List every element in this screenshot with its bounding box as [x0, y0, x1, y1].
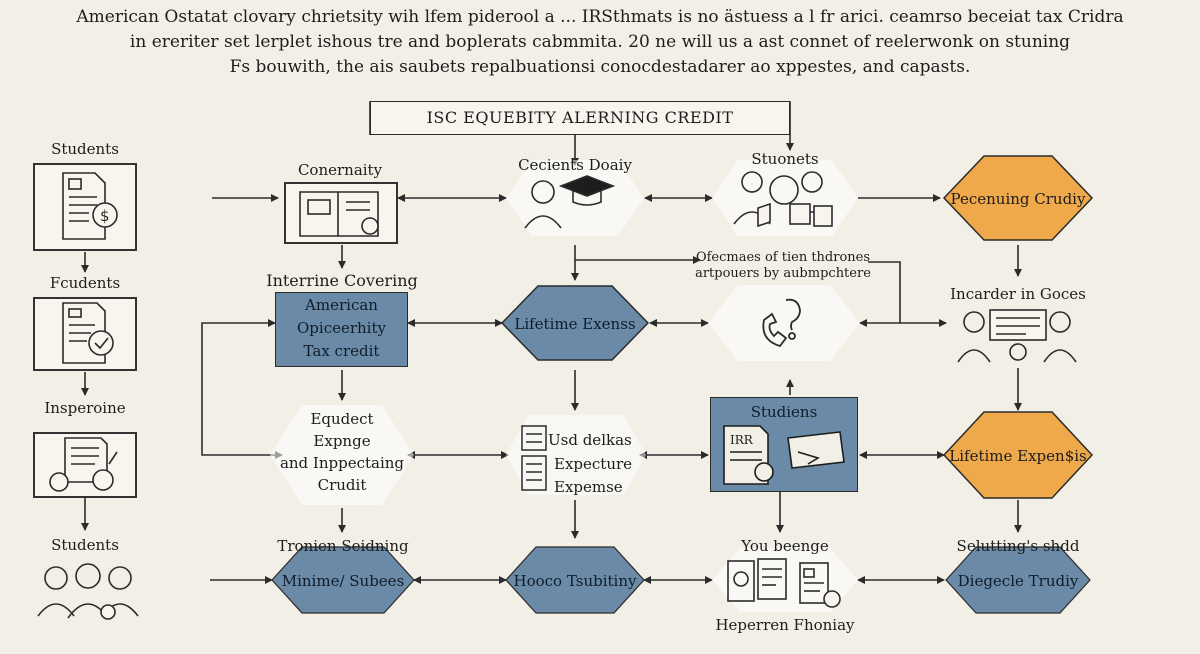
- irs-check-icon: IRR: [723, 425, 845, 485]
- pecenuing-label: Pecenuing Crudiy: [950, 190, 1086, 208]
- usd-line-2: Expecture: [554, 455, 633, 473]
- ofecmaes-line-1: Ofecmaes of tien thdrones: [695, 250, 871, 265]
- card-feudents-doc: [33, 297, 137, 371]
- ofecmaes-line-2: artpouers by aubmpchtere: [695, 266, 871, 281]
- label-conernaity: Conernaity: [297, 161, 383, 179]
- label-feudents: Fcudents: [49, 274, 121, 292]
- hex-lifetime-exenss: [500, 285, 650, 361]
- aotc-line-1: American: [305, 296, 378, 314]
- label-heperren: Heperren Fhoniay: [715, 616, 855, 634]
- label-cecients: Cecients Doaiy: [518, 156, 632, 174]
- label-tronien: Tronien Seidning: [277, 537, 409, 555]
- label-stuonets: Stuonets: [751, 150, 819, 168]
- aotc-box: [275, 292, 408, 367]
- minime-label: Minime/ Subees: [281, 572, 405, 590]
- irr-text: IRR: [730, 433, 754, 447]
- diegecle-label: Diegecle Trudiy: [957, 572, 1079, 590]
- hex-bg-usd: [506, 415, 646, 495]
- hex-lifetime-expen: [942, 411, 1094, 499]
- header-title: ISC EQUEBITY ALERNING CREDIT: [426, 108, 734, 127]
- hex-hooco-tsubitiny: [505, 546, 645, 614]
- card-book: [284, 182, 398, 244]
- label-interrine: Interrine Covering: [266, 271, 418, 290]
- document-dollar-icon: $: [62, 172, 118, 240]
- label-you-beenge: You beenge: [741, 537, 829, 555]
- hex-pecenuing-crudiy: [942, 155, 1094, 241]
- signed-document-icon: [49, 437, 118, 492]
- receipt-icon: [521, 425, 547, 491]
- label-insperoine: Insperoine: [44, 399, 126, 417]
- aotc-line-3: Tax credit: [303, 342, 380, 360]
- label-students-top: Students: [51, 140, 119, 158]
- label-students-bottom: Students: [51, 536, 119, 554]
- card-students-doc: $: [33, 163, 137, 251]
- intro-line-2: in ereriter set lerplet ishous tre and b…: [129, 32, 1071, 52]
- header-box: [370, 101, 790, 135]
- usd-line-1: Usd delkas: [548, 431, 632, 449]
- hex-minime-subees: [271, 546, 415, 614]
- svg-text:$: $: [100, 207, 110, 225]
- hex-bg-equdect: [270, 405, 414, 505]
- label-incarder: Incarder in Goces: [950, 285, 1086, 303]
- usd-line-3: Expemse: [554, 478, 623, 496]
- tax-forms-icon: [727, 558, 841, 608]
- open-book-icon: [299, 191, 379, 237]
- equdect-line-1: Equdect: [310, 410, 374, 428]
- label-selutting: Selutting's shdd: [956, 537, 1080, 555]
- equdect-line-2: Expnge: [313, 432, 371, 450]
- hex-bg-phone: [708, 285, 860, 361]
- lifetime-exenss-label: Lifetime Exenss: [514, 315, 636, 333]
- aotc-line-2: Opiceerhity: [297, 319, 386, 337]
- intro-line-3: Fs bouwith, the ais saubets repalbuation…: [229, 57, 971, 77]
- equdect-line-4: Crudit: [317, 476, 367, 494]
- hex-diegecle-trudiy: [945, 546, 1091, 614]
- form-badge-icon: [62, 302, 114, 364]
- equdect-line-3: and Inppectaing: [279, 454, 405, 472]
- label-studiens: Studiens: [750, 403, 818, 421]
- phone-ear-icon: [762, 298, 801, 348]
- audience-board-icon: [957, 309, 1077, 363]
- graduate-icon: [524, 175, 616, 229]
- intro-line-1: American Ostatat clovary chrietsity wih …: [76, 7, 1124, 27]
- students-certificates-icon: [733, 171, 833, 228]
- card-insperoine-doc: [33, 432, 137, 498]
- hooco-label: Hooco Tsubitiny: [513, 572, 637, 590]
- hex-bg-youbeenge: [712, 548, 858, 612]
- lifetime-expen-label: Lifetime Expen$is: [949, 447, 1087, 465]
- students-group-icon: [37, 563, 139, 620]
